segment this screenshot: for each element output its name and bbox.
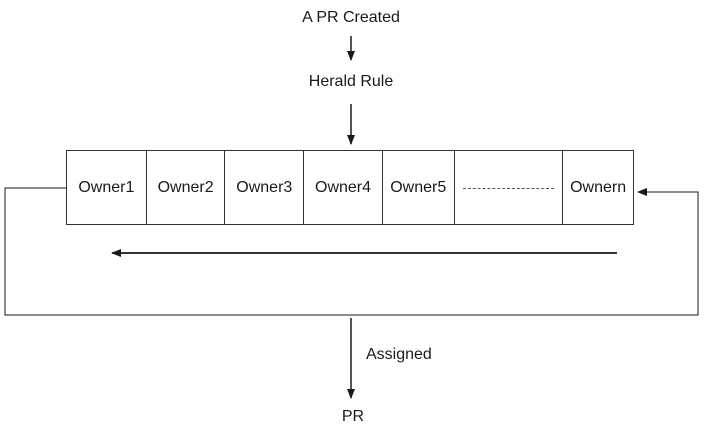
owner-cell-2: Owner2 (147, 151, 226, 224)
owner-cell-4: Owner4 (304, 151, 383, 224)
owner-cell-1: Owner1 (67, 151, 147, 224)
owner-cell-n: Ownern (570, 178, 627, 196)
owners-row: Owner1 Owner2 Owner3 Owner4 Owner5 Owner… (66, 150, 634, 225)
loop-line-right (351, 188, 699, 316)
owner-cell-ellipsis (455, 151, 564, 224)
herald-rule-label: Herald Rule (308, 73, 394, 90)
pr-created-label: A PR Created (302, 9, 400, 26)
assigned-label: Assigned (366, 346, 432, 363)
owner-cell-5: Owner5 (383, 151, 455, 224)
owner-cell-3: Owner3 (225, 151, 305, 224)
loop-line-left (4, 187, 351, 316)
dash-dot-line (462, 187, 555, 189)
pr-result-label: PR (341, 408, 365, 425)
